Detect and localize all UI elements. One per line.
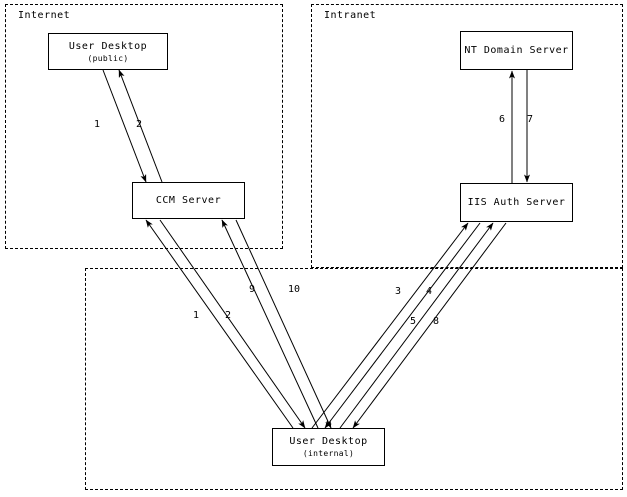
- node-title: User Desktop: [68, 40, 148, 52]
- flow-step-label: 8: [433, 316, 440, 327]
- flow-step-label: 5: [410, 316, 417, 327]
- flow-step-label: 6: [499, 114, 506, 125]
- zone-intranet: [311, 4, 623, 268]
- flow-step-label: 1: [193, 310, 200, 321]
- node-title: NT Domain Server: [464, 45, 569, 56]
- node-user-desktop-public[interactable]: User Desktop (public): [48, 33, 168, 70]
- zone-internal: [85, 268, 623, 490]
- flow-step-label: 4: [426, 286, 433, 297]
- node-iis-auth-server[interactable]: IIS Auth Server: [460, 183, 573, 222]
- node-nt-domain-server[interactable]: NT Domain Server: [460, 31, 573, 70]
- flow-step-label: 10: [288, 284, 301, 295]
- node-user-desktop-internal[interactable]: User Desktop (internal): [272, 428, 385, 466]
- node-ccm-server[interactable]: CCM Server: [132, 182, 245, 219]
- zone-internet: [5, 4, 283, 249]
- zone-intranet-label: Intranet: [324, 10, 377, 21]
- flow-step-label: 3: [395, 286, 402, 297]
- node-title: User Desktop: [289, 436, 368, 447]
- node-subtitle: (internal): [302, 449, 355, 458]
- zone-internet-label: Internet: [18, 10, 71, 21]
- node-title: IIS Auth Server: [467, 197, 566, 208]
- flow-step-label: 2: [225, 310, 232, 321]
- flow-step-label: 9: [249, 284, 256, 295]
- node-subtitle: (public): [87, 53, 129, 63]
- flow-step-label: 7: [527, 114, 534, 125]
- node-title: CCM Server: [155, 195, 222, 206]
- flow-step-label: 2: [136, 119, 143, 130]
- flow-step-label: 1: [94, 119, 101, 130]
